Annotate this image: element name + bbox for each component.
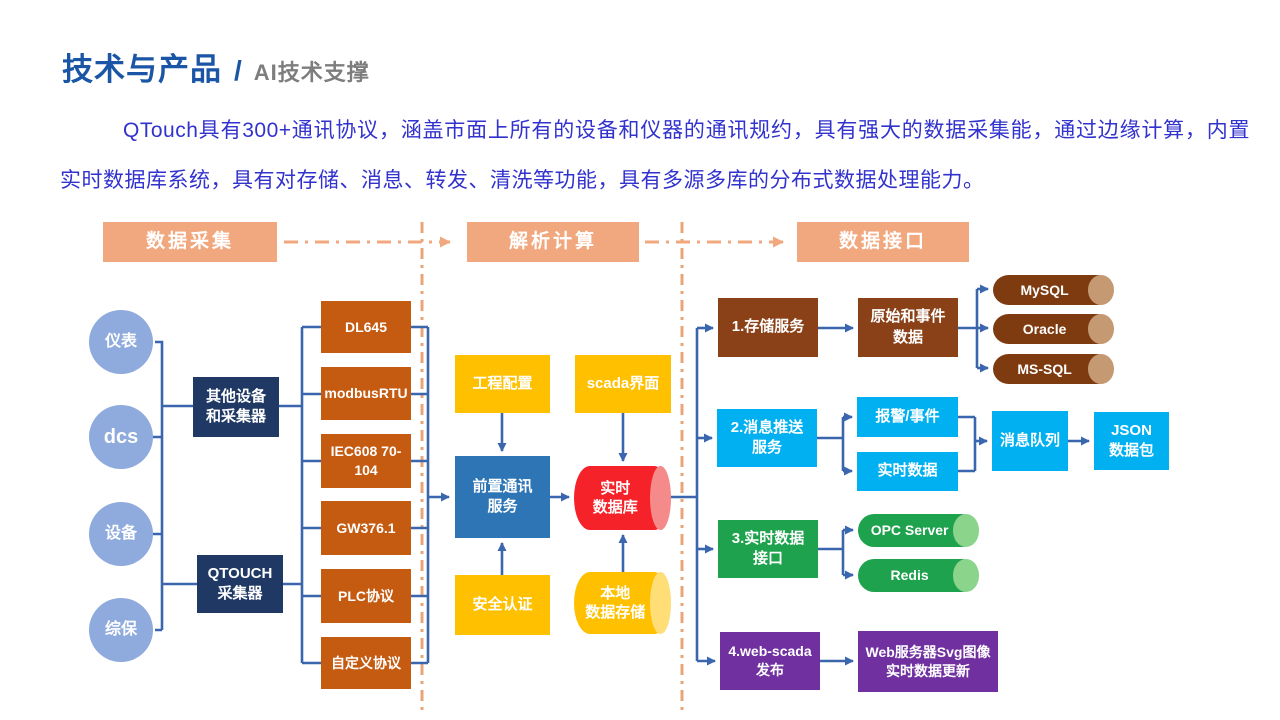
local-storage-label: 本地 数据存储 bbox=[585, 584, 646, 622]
redis-cylinder: Redis bbox=[858, 559, 979, 592]
source-device: 设备 bbox=[89, 502, 153, 566]
web-server-svg-box: Web服务器Svg图像 实时数据更新 bbox=[858, 631, 998, 692]
message-queue-box: 消息队列 bbox=[992, 411, 1068, 471]
db-mssql-cylinder-cap bbox=[1087, 354, 1114, 384]
json-packet-box: JSON 数据包 bbox=[1094, 412, 1169, 470]
raw-event-data-box: 原始和事件 数据 bbox=[858, 298, 958, 357]
security-auth-box: 安全认证 bbox=[455, 575, 550, 635]
alarm-event-box: 报警/事件 bbox=[857, 397, 958, 437]
db-oracle-cylinder: Oracle bbox=[993, 314, 1114, 344]
service-realtime-interface-box: 3.实时数据 接口 bbox=[718, 520, 818, 578]
protocol-iec608: IEC608 70-104 bbox=[321, 434, 411, 488]
local-storage-cylinder: 本地 数据存储 bbox=[574, 572, 671, 634]
realtime-db-cylinder: 实时 数据库 bbox=[574, 466, 671, 530]
realtime-db-label: 实时 数据库 bbox=[592, 479, 638, 517]
page-title-subtitle: AI技术支撑 bbox=[253, 60, 370, 85]
redis-cylinder-cap bbox=[952, 559, 979, 592]
db-mysql-cylinder-cap bbox=[1087, 275, 1114, 305]
protocol-plc: PLC协议 bbox=[321, 569, 411, 623]
front-comm-service-box: 前置通讯 服务 bbox=[455, 456, 550, 538]
service-message-push-box: 2.消息推送 服务 bbox=[717, 409, 817, 467]
db-oracle-label: Oracle bbox=[1022, 320, 1067, 337]
protocol-custom: 自定义协议 bbox=[321, 637, 411, 689]
stage-data-interface: 数据接口 bbox=[797, 222, 969, 262]
realtime-data-box: 实时数据 bbox=[857, 452, 958, 491]
intro-paragraph: QTouch具有300+通讯协议，涵盖市面上所有的设备和仪器的通讯规约，具有强大… bbox=[60, 119, 1250, 192]
service-web-scada-box: 4.web-scada 发布 bbox=[720, 632, 820, 690]
db-oracle-cylinder-cap bbox=[1087, 314, 1114, 344]
protocol-dl645: DL645 bbox=[321, 301, 411, 353]
redis-label: Redis bbox=[890, 567, 929, 584]
stage-parse-compute: 解析计算 bbox=[467, 222, 639, 262]
protocol-modbusrtu: modbusRTU bbox=[321, 367, 411, 420]
source-meter: 仪表 bbox=[89, 310, 153, 374]
source-protection: 综保 bbox=[89, 598, 153, 662]
opc-server-label: OPC Server bbox=[870, 522, 949, 539]
opc-server-cylinder-cap bbox=[952, 514, 979, 547]
collector-qtouch: QTOUCH 采集器 bbox=[197, 555, 283, 613]
page-title: 技术与产品 / AI技术支撑 bbox=[62, 44, 370, 89]
opc-server-cylinder: OPC Server bbox=[858, 514, 979, 547]
engineering-config-box: 工程配置 bbox=[455, 355, 550, 413]
protocol-gw376: GW376.1 bbox=[321, 501, 411, 555]
db-mssql-cylinder: MS-SQL bbox=[993, 354, 1114, 384]
scada-ui-box: scada界面 bbox=[575, 355, 671, 413]
service-storage-box: 1.存储服务 bbox=[718, 298, 818, 357]
source-dcs: dcs bbox=[89, 405, 153, 469]
page-title-main: 技术与产品 bbox=[62, 52, 222, 87]
db-mssql-label: MS-SQL bbox=[1017, 360, 1072, 377]
collector-other-devices: 其他设备 和采集器 bbox=[193, 377, 279, 437]
realtime-db-cylinder-cap bbox=[649, 466, 671, 530]
db-mysql-label: MySQL bbox=[1020, 281, 1069, 298]
local-storage-cylinder-cap bbox=[649, 572, 671, 634]
stage-data-collection: 数据采集 bbox=[103, 222, 277, 262]
db-mysql-cylinder: MySQL bbox=[993, 275, 1114, 305]
page-title-separator: / bbox=[234, 55, 242, 86]
